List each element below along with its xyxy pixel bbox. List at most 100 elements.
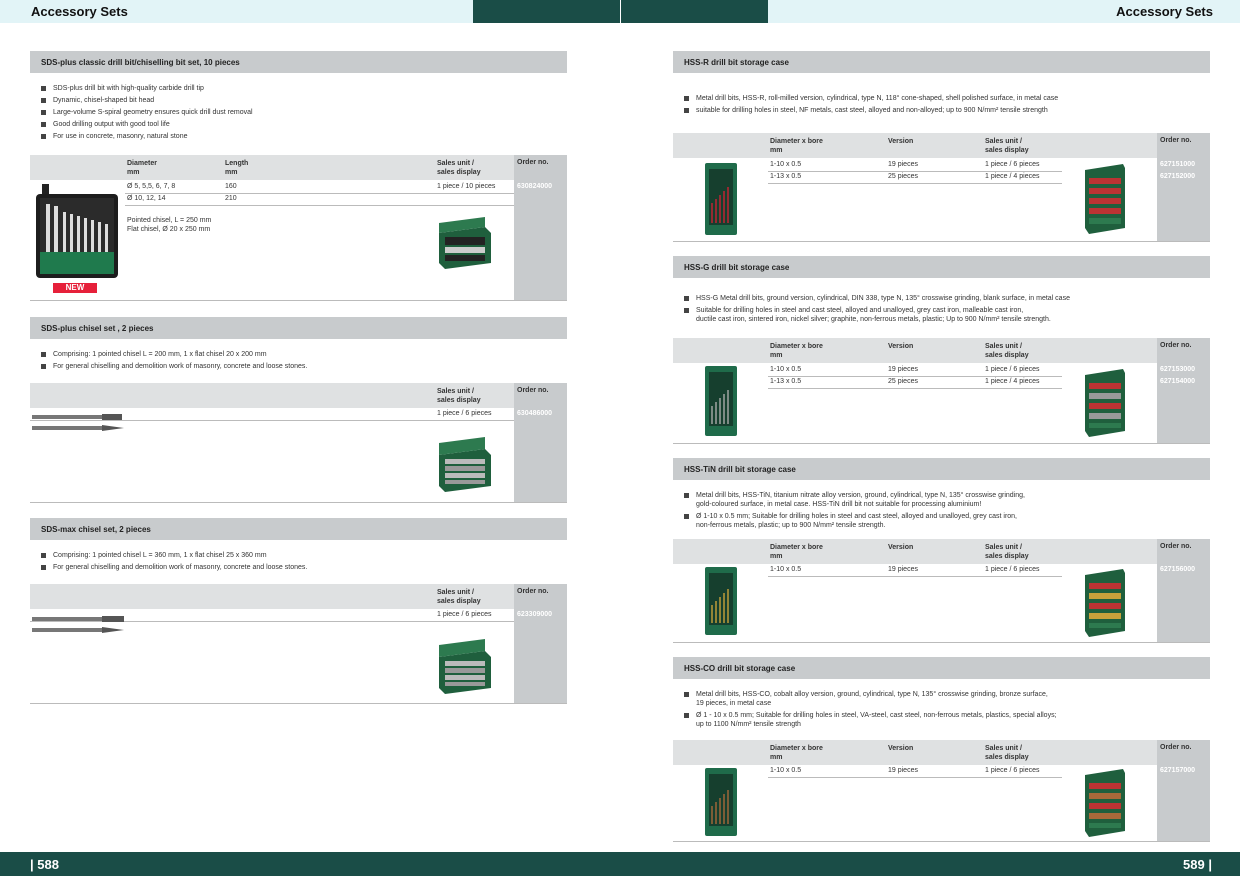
- table-cell: 25 pieces: [888, 378, 918, 385]
- feature-list: Comprising: 1 pointed chisel L = 200 mm,…: [30, 350, 567, 371]
- feature-list: Ø 1-10 x 0.5 mm; Suitable for drilling h…: [673, 512, 1210, 521]
- col-order: Order no.: [1160, 543, 1192, 550]
- col-diameter-unit: mm: [770, 754, 783, 761]
- col-version: Version: [888, 138, 914, 145]
- col-order: Order no.: [517, 159, 549, 166]
- col-diameter-unit: mm: [770, 147, 783, 154]
- product-block-sds-plus-chisel: SDS-plus chisel set , 2 pieces Comprisin…: [30, 317, 567, 374]
- col-version: Version: [888, 343, 914, 350]
- header-bar-left: [0, 0, 473, 23]
- col-sales: Sales unit /: [985, 343, 1022, 350]
- table-cell: 1-10 x 0.5: [770, 566, 802, 573]
- product-title: HSS-TiN drill bit storage case: [673, 458, 1210, 480]
- table-cell: 1 piece / 6 pieces: [985, 566, 1040, 573]
- feature-item: Comprising: 1 pointed chisel L = 360 mm,…: [41, 551, 567, 560]
- feature-list: Comprising: 1 pointed chisel L = 360 mm,…: [30, 551, 567, 572]
- col-version: Version: [888, 544, 914, 551]
- drill-case-image: [705, 768, 737, 836]
- col-diameter: Diameter x bore: [770, 138, 823, 145]
- feature-item: For use in concrete, masonry, natural st…: [41, 132, 567, 141]
- product-title: HSS-R drill bit storage case: [673, 51, 1210, 73]
- product-block-sds-plus-set: SDS-plus classic drill bit/chiselling bi…: [30, 51, 567, 144]
- feature-list: Metal drill bits, HSS-CO, cobalt alloy v…: [673, 690, 1210, 699]
- col-sales2: sales display: [985, 553, 1029, 560]
- col-order: Order no.: [1160, 342, 1192, 349]
- table-header: Sales unit /sales display: [30, 383, 567, 408]
- order-number: 630824000: [517, 183, 553, 190]
- order-number: 627157000: [1160, 767, 1196, 774]
- drill-case-image: [705, 366, 737, 436]
- col-sales: Sales unit /: [985, 138, 1022, 145]
- feature-item-continued: ductile cast iron, sintered iron, nickel…: [696, 316, 1051, 323]
- feature-item-continued: gold-coloured surface, in metal case. HS…: [696, 501, 982, 508]
- feature-item: HSS-G Metal drill bits, ground version, …: [684, 294, 1210, 303]
- feature-item: Comprising: 1 pointed chisel L = 200 mm,…: [41, 350, 567, 359]
- drill-case-image: [705, 567, 737, 635]
- feature-item: Metal drill bits, HSS-CO, cobalt alloy v…: [684, 690, 1210, 699]
- order-column: Order no.: [514, 584, 567, 704]
- feature-list: Metal drill bits, HSS-TiN, titanium nitr…: [673, 491, 1210, 500]
- product-title: SDS-plus classic drill bit/chiselling bi…: [30, 51, 567, 73]
- product-title: HSS-G drill bit storage case: [673, 256, 1210, 278]
- feature-list: Ø 1 - 10 x 0.5 mm; Suitable for drilling…: [673, 711, 1210, 720]
- footer-bar: | 588 589 |: [0, 852, 1240, 876]
- order-number: 627156000: [1160, 566, 1196, 573]
- col-diameter: Diameter x bore: [770, 343, 823, 350]
- col-sales2: sales display: [437, 397, 481, 404]
- table-cell: 1 piece / 6 pieces: [985, 366, 1040, 373]
- feature-item: Ø 1 - 10 x 0.5 mm; Suitable for drilling…: [684, 711, 1210, 720]
- feature-item: SDS-plus drill bit with high-quality car…: [41, 84, 567, 93]
- order-column: Order no.: [514, 383, 567, 503]
- page-number-right: 589 |: [1183, 857, 1212, 872]
- header-bar-right: [768, 0, 1240, 23]
- col-diameter-unit: mm: [127, 169, 140, 176]
- table-cell: 1 piece / 10 pieces: [437, 183, 496, 190]
- feature-item: Metal drill bits, HSS-TiN, titanium nitr…: [684, 491, 1210, 500]
- col-diameter-unit: mm: [770, 553, 783, 560]
- feature-list: HSS-G Metal drill bits, ground version, …: [673, 294, 1210, 315]
- feature-item: Good drilling output with good tool life: [41, 120, 567, 129]
- chisel-pair-image: [32, 616, 124, 633]
- feature-item: Large-volume S-spiral geometry ensures q…: [41, 108, 567, 117]
- feature-item-continued: up to 1100 N/mm² tensile strength: [696, 721, 801, 728]
- product-block-hss-r: HSS-R drill bit storage case Metal drill…: [673, 51, 1210, 118]
- feature-item: suitable for drilling holes in steel, NF…: [684, 106, 1210, 115]
- table-cell: 1 piece / 6 pieces: [437, 611, 492, 618]
- table-cell: 1-13 x 0.5: [770, 173, 802, 180]
- col-sales2: sales display: [985, 754, 1029, 761]
- col-sales: Sales unit /: [985, 745, 1022, 752]
- product-block-hss-g: HSS-G drill bit storage case HSS-G Metal…: [673, 256, 1210, 324]
- order-number: 627151000: [1160, 161, 1196, 168]
- note-text: Pointed chisel, L = 250 mm: [127, 217, 212, 224]
- section-title-left: Accessory Sets: [31, 4, 128, 19]
- order-number: 627154000: [1160, 378, 1196, 385]
- order-column: Order no.: [1157, 338, 1210, 444]
- col-sales2: sales display: [437, 169, 481, 176]
- col-version: Version: [888, 745, 914, 752]
- feature-item: For general chiselling and demolition wo…: [41, 362, 567, 371]
- header-accent-right: [621, 0, 768, 23]
- feature-list: SDS-plus drill bit with high-quality car…: [30, 84, 567, 141]
- spec-table: Sales unit /sales display Order no. 1 pi…: [30, 584, 567, 704]
- feature-item: For general chiselling and demolition wo…: [41, 563, 567, 572]
- order-column: Order no.: [1157, 539, 1210, 643]
- order-number: 623309000: [517, 611, 553, 618]
- col-length: Length: [225, 160, 249, 167]
- table-cell: 19 pieces: [888, 767, 918, 774]
- col-sales: Sales unit /: [437, 589, 474, 596]
- sales-display-image: [1085, 164, 1125, 234]
- table-cell: 19 pieces: [888, 566, 918, 573]
- col-sales: Sales unit /: [437, 160, 474, 167]
- table-cell: 1 piece / 6 pieces: [985, 161, 1040, 168]
- spec-table: Sales unit /sales display Order no. 1 pi…: [30, 383, 567, 503]
- product-title: SDS-max chisel set, 2 pieces: [30, 518, 567, 540]
- feature-item-continued: non-ferrous metals, plastic; up to 900 N…: [696, 522, 886, 529]
